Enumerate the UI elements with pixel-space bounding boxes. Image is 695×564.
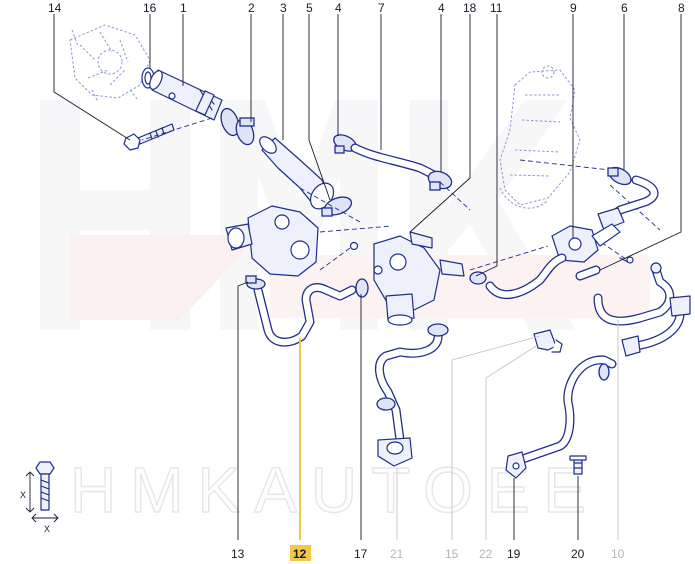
hose-clamp-6 (607, 166, 632, 186)
callout-22: 22 (479, 547, 493, 561)
hose-12 (253, 283, 357, 347)
upper-right-housing (499, 65, 581, 209)
callout-19: 19 (507, 547, 521, 561)
callout-3: 3 (280, 1, 287, 15)
callouts-top: 14 16 1 2 3 5 4 7 4 18 11 9 6 8 (48, 1, 685, 15)
watermark-logo (40, 100, 650, 330)
hose-19 (505, 355, 617, 479)
hose-clamp-2 (220, 107, 255, 146)
bolt-20 (569, 455, 587, 475)
callout-10: 10 (611, 547, 625, 561)
watermark: HMKAUTOEE (40, 100, 650, 527)
hose-10 (575, 262, 675, 326)
callout-21: 21 (390, 547, 404, 561)
callout-15: 15 (445, 547, 459, 561)
axis-label-x-vertical: X (20, 490, 26, 500)
callout-6: 6 (621, 1, 628, 15)
coolant-pipe-1 (149, 69, 223, 121)
hose-clamp-4b (427, 170, 453, 191)
hose-8 (597, 175, 659, 231)
callout-11: 11 (490, 1, 503, 15)
connector-22 (533, 329, 563, 353)
hose-lower-right (621, 295, 691, 357)
center-housing (373, 231, 465, 326)
watermark-text: HMKAUTOEE (70, 454, 600, 526)
callout-18: 18 (463, 1, 477, 15)
callout-9: 9 (570, 1, 577, 15)
bolt-14 (123, 123, 175, 151)
callouts-bottom: 13 12 17 21 15 22 19 20 10 (231, 545, 625, 561)
hose-11 (469, 253, 567, 299)
callout-1: 1 (180, 1, 187, 15)
thermostat-housing (225, 205, 359, 277)
callout-4b: 4 (438, 1, 445, 15)
hose-clamp-13 (245, 275, 266, 290)
callout-20: 20 (571, 547, 585, 561)
callout-17: 17 (354, 547, 368, 561)
callout-13: 13 (231, 547, 245, 561)
axis-symbol: X X (20, 461, 59, 534)
hose-21 (375, 323, 449, 467)
callout-14: 14 (48, 1, 62, 15)
callout-8: 8 (678, 1, 685, 15)
callout-7: 7 (378, 1, 385, 15)
leader-lines (53, 14, 682, 540)
axis-label-x-horizontal: X (44, 524, 50, 534)
callout-2: 2 (248, 1, 255, 15)
callout-12-highlight (290, 545, 311, 561)
callout-5: 5 (306, 1, 313, 15)
water-outlet-9 (551, 223, 634, 264)
callout-12: 12 (293, 547, 307, 561)
upper-left-housing (69, 24, 151, 103)
callout-16: 16 (143, 1, 157, 15)
hose-7 (350, 143, 441, 181)
hose-clamp-17 (355, 278, 369, 298)
callout-4a: 4 (335, 1, 342, 15)
hose-clamp-5 (321, 196, 353, 217)
